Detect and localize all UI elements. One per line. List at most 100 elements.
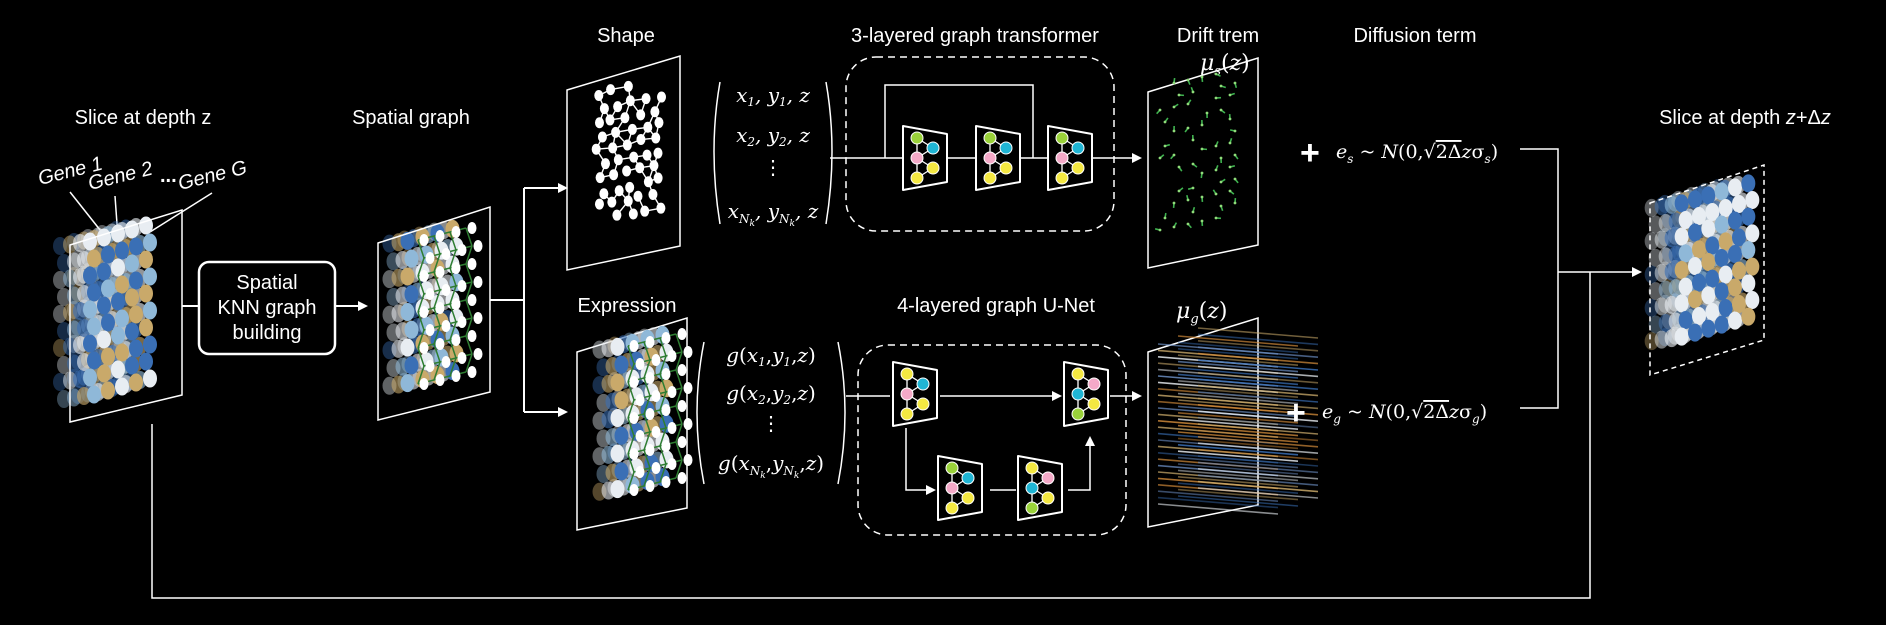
- cell: [139, 216, 153, 235]
- cell: [1705, 303, 1720, 321]
- shape-node: [605, 114, 615, 126]
- layer-node: [983, 171, 997, 185]
- shape-node: [653, 147, 663, 159]
- cell: [1674, 294, 1689, 313]
- graph-node: [435, 338, 445, 350]
- graph-node: [667, 386, 677, 398]
- graph-edge: [643, 359, 651, 379]
- graph-node: [629, 376, 639, 388]
- layer-trapezoid: [1017, 455, 1063, 521]
- layer-node: [900, 407, 914, 421]
- layer-node: [1041, 471, 1055, 485]
- expr-streak: [1197, 391, 1319, 403]
- cell: [87, 385, 101, 404]
- cell: [1678, 311, 1693, 329]
- graph-node: [635, 394, 645, 406]
- graph-node: [645, 372, 655, 384]
- cell: [125, 254, 139, 273]
- graph-edge: [417, 311, 425, 331]
- cell: [101, 313, 115, 332]
- cell: [83, 266, 97, 285]
- drift-dot: [1191, 138, 1195, 142]
- drift-dot: [1172, 81, 1176, 85]
- graph-node: [467, 366, 477, 378]
- diffusion-label: Diffusion term: [1353, 25, 1476, 47]
- expr-streak: [1197, 429, 1319, 442]
- graph-layer: [975, 125, 1021, 191]
- cell: [87, 351, 101, 370]
- cell: [97, 262, 111, 281]
- layer-node: [900, 367, 914, 381]
- cell: [101, 279, 115, 298]
- cell: [1728, 211, 1742, 230]
- expr-streak: [1177, 456, 1299, 469]
- drift-dot: [1186, 78, 1190, 82]
- drift-dot: [1200, 75, 1204, 79]
- cell: [1728, 245, 1742, 263]
- expression-panel: [592, 325, 693, 501]
- drift-dot: [1200, 171, 1204, 175]
- cell: [404, 320, 419, 339]
- layer-node: [1071, 161, 1085, 175]
- cell: [139, 250, 153, 269]
- cell: [83, 368, 97, 387]
- graph-edge: [643, 413, 651, 433]
- shape-node: [613, 154, 623, 166]
- cell: [610, 444, 625, 463]
- expr-streak: [1197, 436, 1319, 448]
- expression-label: Expression: [578, 295, 677, 317]
- shape-node: [608, 142, 618, 154]
- cell: [143, 369, 157, 388]
- graph-edge: [675, 387, 683, 407]
- drift-dot: [1219, 108, 1223, 112]
- layer-node: [1087, 377, 1101, 391]
- drift-dot: [1233, 129, 1237, 133]
- expr-streak: [1197, 423, 1319, 435]
- layer-trapezoid: [892, 361, 938, 427]
- drift-dot: [1191, 162, 1195, 166]
- expr-streak: [1157, 452, 1279, 464]
- layer-node: [1055, 151, 1069, 165]
- graph-edge: [675, 441, 683, 461]
- cell: [1701, 219, 1716, 238]
- cell: [139, 284, 153, 303]
- slice-z-frame: [69, 208, 183, 423]
- cell: [1745, 291, 1760, 309]
- graph-layer: [1047, 125, 1093, 191]
- drift-dot: [1219, 204, 1223, 208]
- shape-node: [594, 117, 604, 129]
- drift-dot: [1200, 195, 1204, 199]
- layer-node: [1071, 367, 1085, 381]
- drift-dot: [1158, 156, 1162, 160]
- drift-dot: [1214, 96, 1218, 100]
- graph-node: [667, 350, 677, 362]
- cell: [143, 301, 157, 320]
- graph-node: [667, 422, 677, 434]
- drift-dot: [1172, 129, 1176, 133]
- transformer-label: 3-layered graph transformer: [851, 25, 1099, 47]
- graph-node: [683, 454, 693, 466]
- gene-ellipsis: ...: [160, 165, 177, 187]
- shape-node: [600, 158, 610, 170]
- cell: [1732, 261, 1746, 280]
- graph-node: [683, 418, 693, 430]
- drift-dot: [1158, 228, 1162, 232]
- shape-node: [595, 172, 605, 184]
- graph-edge: [675, 351, 683, 371]
- expr-streak: [1177, 412, 1299, 424]
- slice-z-panel: [53, 216, 157, 408]
- graph-node: [467, 258, 477, 270]
- graph-edge: [417, 293, 425, 313]
- shape-row-2: x2, y2, z: [736, 123, 810, 149]
- graph-node: [651, 354, 661, 366]
- graph-node: [635, 430, 645, 442]
- graph-layer: [937, 455, 983, 521]
- cell: [610, 480, 625, 499]
- cell: [129, 271, 143, 290]
- graph-node: [425, 252, 435, 264]
- cell: [1714, 315, 1729, 334]
- expr-streak: [1177, 495, 1299, 507]
- graph-node: [425, 360, 435, 372]
- graph-edge: [433, 253, 441, 273]
- graph-edge: [433, 325, 441, 345]
